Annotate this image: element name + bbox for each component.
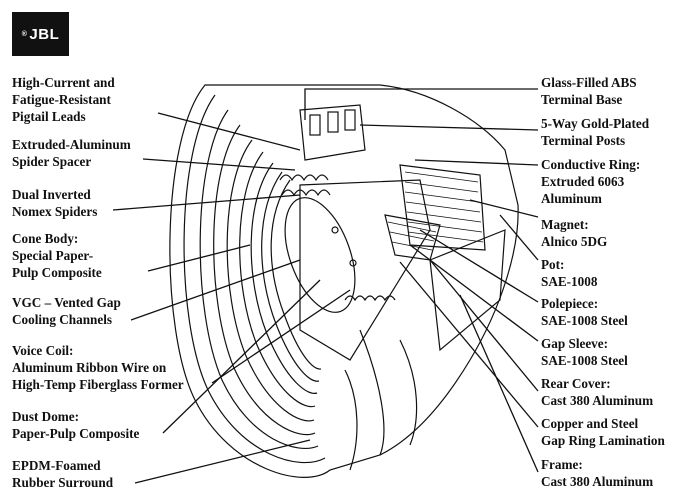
leader-dust-dome [162, 279, 321, 434]
callout-voice-coil: Voice Coil: Aluminum Ribbon Wire on High… [12, 342, 184, 393]
voice-coil-ribbon [344, 295, 396, 302]
callout-line: Conductive Ring: [541, 157, 641, 172]
leader-pigtail-leads [157, 112, 301, 151]
leader-frame [459, 294, 539, 473]
callout-line: SAE-1008 Steel [541, 313, 628, 328]
callout-line: Paper-Pulp Composite [12, 426, 140, 441]
callout-magnet: Magnet: Alnico 5DG [541, 216, 607, 250]
leader-terminal-base [304, 88, 538, 120]
callout-line: Nomex Spiders [12, 204, 98, 219]
callout-line: Extruded 6063 [541, 174, 625, 189]
callout-line: Terminal Base [541, 92, 623, 107]
callout-pot: Pot: SAE-1008 [541, 256, 597, 290]
callout-line: Magnet: [541, 217, 589, 232]
callout-vgc-channels: VGC – Vented Gap Cooling Channels [12, 294, 121, 328]
callout-conductive-ring: Conductive Ring: Extruded 6063 Aluminum [541, 156, 640, 207]
callout-line: Spider Spacer [12, 154, 92, 169]
callout-line: Cooling Channels [12, 312, 113, 327]
magnet-block [399, 164, 486, 251]
terminal-assembly [299, 104, 366, 161]
leader-polepiece [419, 229, 539, 303]
callout-line: 5-Way Gold-Plated [541, 116, 650, 131]
callout-gap-ring: Copper and Steel Gap Ring Lamination [541, 415, 665, 449]
logo-registered-mark: ® [21, 30, 28, 38]
callout-line: Pulp Composite [12, 265, 102, 280]
spider-corrugations [279, 174, 329, 182]
callout-line: Gap Sleeve: [541, 336, 609, 351]
callout-line: Extruded-Aluminum [12, 137, 131, 152]
leader-pot [499, 214, 539, 261]
callout-line: Gap Ring Lamination [541, 433, 665, 448]
rear-cover-shape [429, 229, 506, 352]
callout-line: Glass-Filled ABS [541, 75, 637, 90]
callout-surround: EPDM-Foamed Rubber Surround [12, 457, 113, 491]
callout-dust-dome: Dust Dome: Paper-Pulp Composite [12, 408, 139, 442]
callout-line: High-Temp Fiberglass Former [12, 377, 184, 392]
callout-line: Pigtail Leads [12, 109, 86, 124]
callout-terminal-base: Glass-Filled ABS Terminal Base [541, 74, 637, 108]
callout-line: EPDM-Foamed [12, 458, 101, 473]
logo-text: JBL [29, 25, 60, 43]
leader-voice-coil [211, 289, 351, 384]
cone-face [299, 179, 431, 361]
leader-spider-spacer [142, 158, 296, 171]
callout-line: Rear Cover: [541, 376, 611, 391]
callout-line: Alnico 5DG [541, 234, 608, 249]
outer-frame-outline [169, 84, 519, 478]
leader-terminal-posts [359, 124, 539, 131]
leader-rear-cover [429, 259, 539, 392]
leader-cone-body [147, 244, 251, 272]
callout-line: Rubber Surround [12, 475, 114, 490]
callout-terminal-posts: 5-Way Gold-Plated Terminal Posts [541, 115, 649, 149]
dust-dome-shape [284, 197, 356, 313]
callout-line: Cast 380 Aluminum [541, 474, 654, 489]
callout-pigtail-leads: High-Current and Fatigue-Resistant Pigta… [12, 74, 115, 125]
callout-rear-cover: Rear Cover: Cast 380 Aluminum [541, 375, 653, 409]
callout-nomex-spiders: Dual Inverted Nomex Spiders [12, 186, 97, 220]
leader-conductive-ring [414, 159, 539, 166]
callout-line: SAE-1008 [541, 274, 598, 289]
callout-line: Cast 380 Aluminum [541, 393, 654, 408]
callout-line: Special Paper- [12, 248, 94, 263]
callout-line: Aluminum [541, 191, 602, 206]
callout-line: Dust Dome: [12, 409, 80, 424]
callout-line: Dual Inverted [12, 187, 91, 202]
callout-line: Fatigue-Resistant [12, 92, 111, 107]
callout-line: Polepiece: [541, 296, 599, 311]
callout-line: Pot: [541, 257, 565, 272]
leader-surround [134, 439, 311, 484]
callout-gap-sleeve: Gap Sleeve: SAE-1008 Steel [541, 335, 628, 369]
leader-magnet [469, 199, 539, 218]
callout-line: Copper and Steel [541, 416, 639, 431]
callout-cone-body: Cone Body: Special Paper- Pulp Composite [12, 230, 102, 281]
callout-frame: Frame: Cast 380 Aluminum [541, 456, 653, 490]
leader-nomex-spiders [112, 194, 301, 211]
callout-line: High-Current and [12, 75, 115, 90]
leader-vgc-channels [130, 259, 301, 321]
callout-line: Aluminum Ribbon Wire on [12, 360, 167, 375]
cone-outer-rim [183, 94, 326, 464]
callout-line: Frame: [541, 457, 583, 472]
callout-polepiece: Polepiece: SAE-1008 Steel [541, 295, 628, 329]
callout-spider-spacer: Extruded-Aluminum Spider Spacer [12, 136, 131, 170]
leader-lines [112, 88, 539, 484]
callout-line: VGC – Vented Gap [12, 295, 121, 310]
callout-line: Voice Coil: [12, 343, 74, 358]
callout-line: SAE-1008 Steel [541, 353, 628, 368]
leader-gap-ring [399, 261, 539, 428]
callout-line: Cone Body: [12, 231, 79, 246]
jbl-logo: ®JBL [12, 12, 69, 56]
callout-line: Terminal Posts [541, 133, 626, 148]
